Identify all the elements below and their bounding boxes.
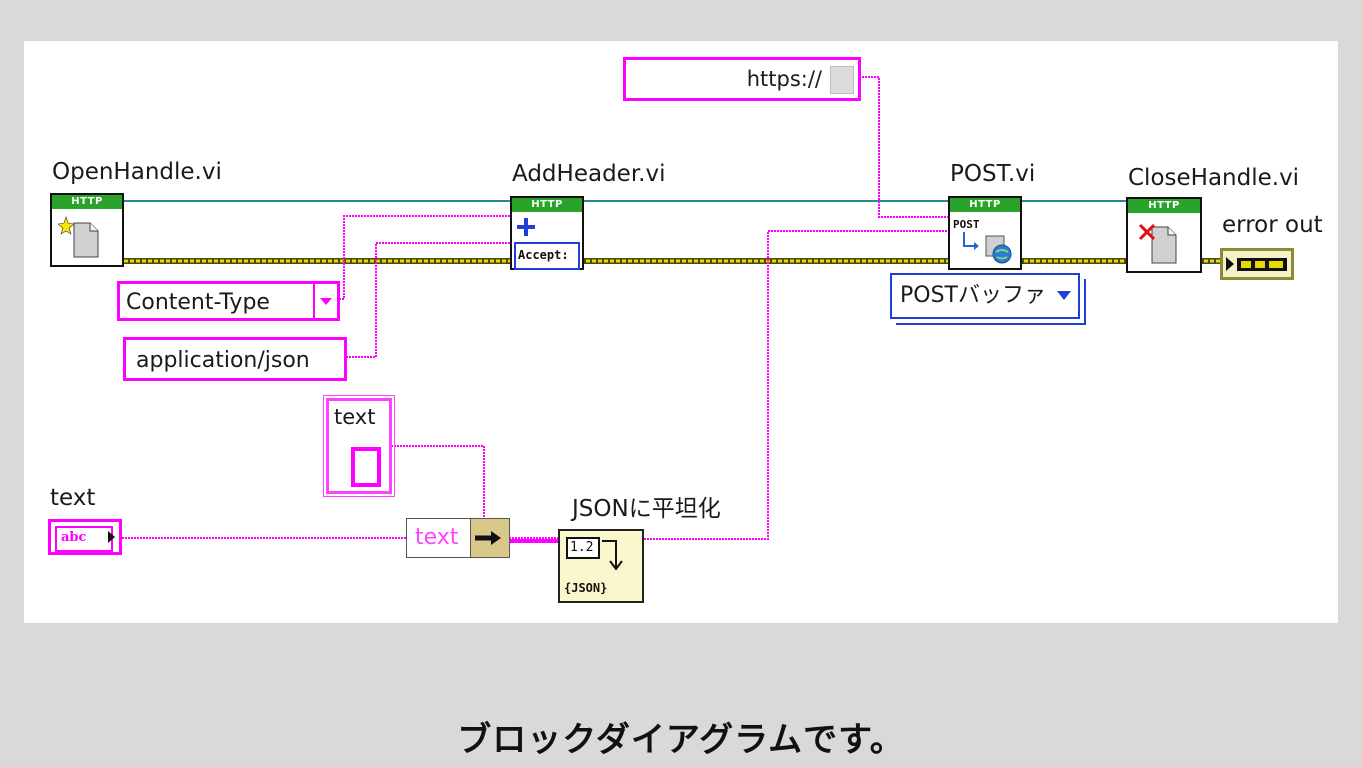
abc-text: abc [61, 530, 87, 545]
close-x-icon [1138, 223, 1177, 264]
add-header-node[interactable]: HTTP Accept: [510, 196, 584, 270]
close-handle-node[interactable]: HTTP [1126, 197, 1202, 273]
url-scroll [830, 66, 854, 94]
arrow-down-icon [602, 540, 623, 571]
url-constant[interactable]: https:// [623, 57, 861, 101]
bundle-icon [470, 519, 509, 557]
bundle-element-text: text [415, 525, 459, 550]
wire-text-cluster [391, 445, 485, 521]
error-out-indicator[interactable] [1220, 248, 1294, 280]
http-band: HTTP [1128, 199, 1200, 213]
json-flatten-node[interactable]: 1.2 {JSON} [558, 529, 644, 603]
post-icon-text: POST [953, 218, 980, 231]
json-number-box: 1.2 [566, 537, 600, 559]
json-flatten-label: JSONに平坦化 [572, 496, 721, 522]
json-number-text: 1.2 [570, 540, 594, 555]
wire-app-json [346, 242, 511, 358]
content-type-text: Content-Type [126, 290, 270, 315]
post-node[interactable]: HTTP POST [948, 196, 1022, 270]
abc-box: abc [55, 526, 113, 552]
url-text: https:// [746, 67, 822, 91]
json-brace-text: {JSON} [564, 581, 608, 595]
http-band: HTTP [950, 198, 1020, 212]
add-plus-icon [517, 218, 535, 236]
add-header-label: AddHeader.vi [512, 161, 666, 187]
bundle-by-name-node[interactable]: text [406, 518, 510, 558]
wire-json-to-post [644, 230, 950, 540]
text-control-terminal[interactable]: abc [48, 519, 122, 555]
post-label: POST.vi [950, 161, 1036, 187]
wire-url [862, 76, 950, 218]
chevron-down-icon[interactable] [1056, 290, 1072, 302]
http-band: HTTP [512, 198, 582, 212]
app-json-text: application/json [136, 348, 310, 373]
wires-layer [122, 76, 1224, 543]
accept-field: Accept: [514, 242, 580, 270]
text-cluster-label: text [334, 405, 376, 429]
post-buffer-enum[interactable]: POSTバッファ [890, 273, 1080, 319]
text-cluster-constant[interactable]: text [323, 395, 395, 497]
post-globe-icon [963, 232, 1012, 264]
wire-content-type [339, 215, 511, 300]
terminal-arrow-icon [108, 531, 115, 543]
open-handle-label: OpenHandle.vi [52, 159, 222, 185]
http-band: HTTP [52, 195, 122, 209]
text-control-label: text [50, 485, 96, 511]
app-json-constant[interactable]: application/json [123, 337, 347, 381]
new-file-icon [58, 216, 99, 258]
block-diagram-canvas: https:// OpenHandle.vi HTTP Content-Type… [24, 41, 1338, 623]
caption: ブロックダイアグラムです。 [457, 720, 905, 760]
post-buffer-text: POSTバッファ [900, 283, 1046, 308]
accept-text: Accept: [518, 248, 569, 262]
close-handle-label: CloseHandle.vi [1128, 165, 1300, 191]
error-out-label: error out [1222, 212, 1323, 238]
open-handle-node[interactable]: HTTP [50, 193, 124, 267]
content-type-constant[interactable]: Content-Type [117, 281, 340, 321]
chevron-down-icon[interactable] [313, 284, 337, 318]
error-cluster-icon [1226, 257, 1287, 271]
text-cluster-element [351, 447, 381, 487]
